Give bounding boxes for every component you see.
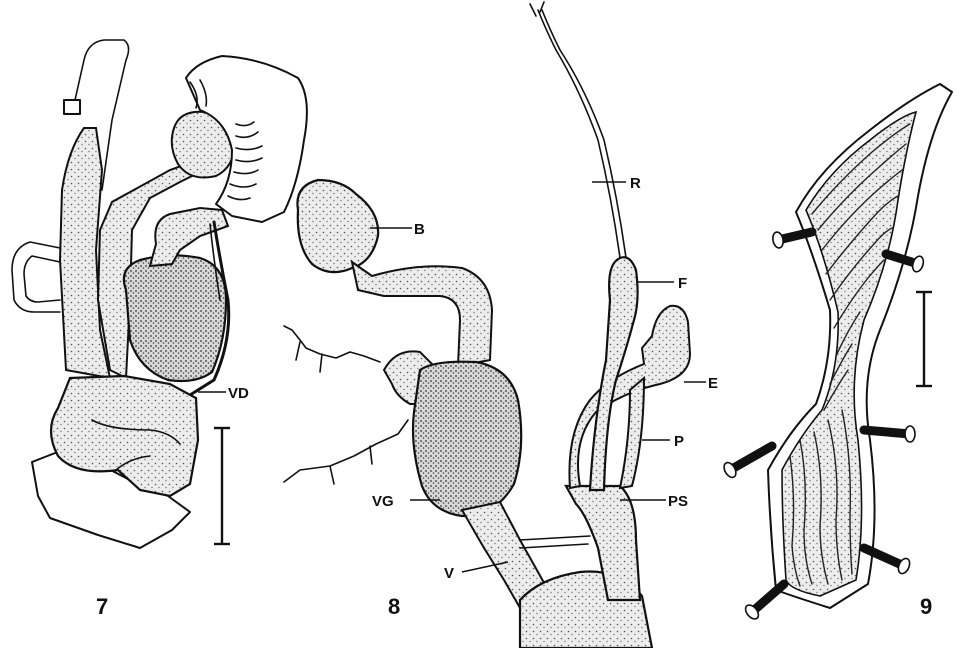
label-vd: VD xyxy=(228,385,249,402)
small-tab xyxy=(64,100,80,114)
prostate-mass xyxy=(124,255,226,381)
bursa-copulatrix xyxy=(297,180,378,272)
label-f: F xyxy=(678,275,687,292)
label-b: B xyxy=(414,221,425,238)
pin xyxy=(730,446,772,470)
bursa-duct xyxy=(352,262,492,366)
figure-8-drawing xyxy=(284,2,690,648)
pin xyxy=(864,430,910,434)
penial-folds xyxy=(782,112,916,596)
label-p: P xyxy=(674,433,684,450)
label-ps: PS xyxy=(668,493,688,510)
vaginal-gland xyxy=(413,362,521,516)
label-vg: VG xyxy=(372,493,394,510)
figure-number-9: 9 xyxy=(920,594,932,619)
figure-number-7: 7 xyxy=(96,594,108,619)
scale-bar-fig7 xyxy=(214,428,230,544)
figure-9-drawing xyxy=(722,84,952,621)
label-v: V xyxy=(444,565,454,582)
pin xyxy=(752,584,784,612)
label-r: R xyxy=(630,175,641,192)
figure-number-8: 8 xyxy=(388,594,400,619)
scale-bar-fig9 xyxy=(916,292,932,386)
figure-7-drawing xyxy=(12,40,307,548)
label-e: E xyxy=(708,375,718,392)
